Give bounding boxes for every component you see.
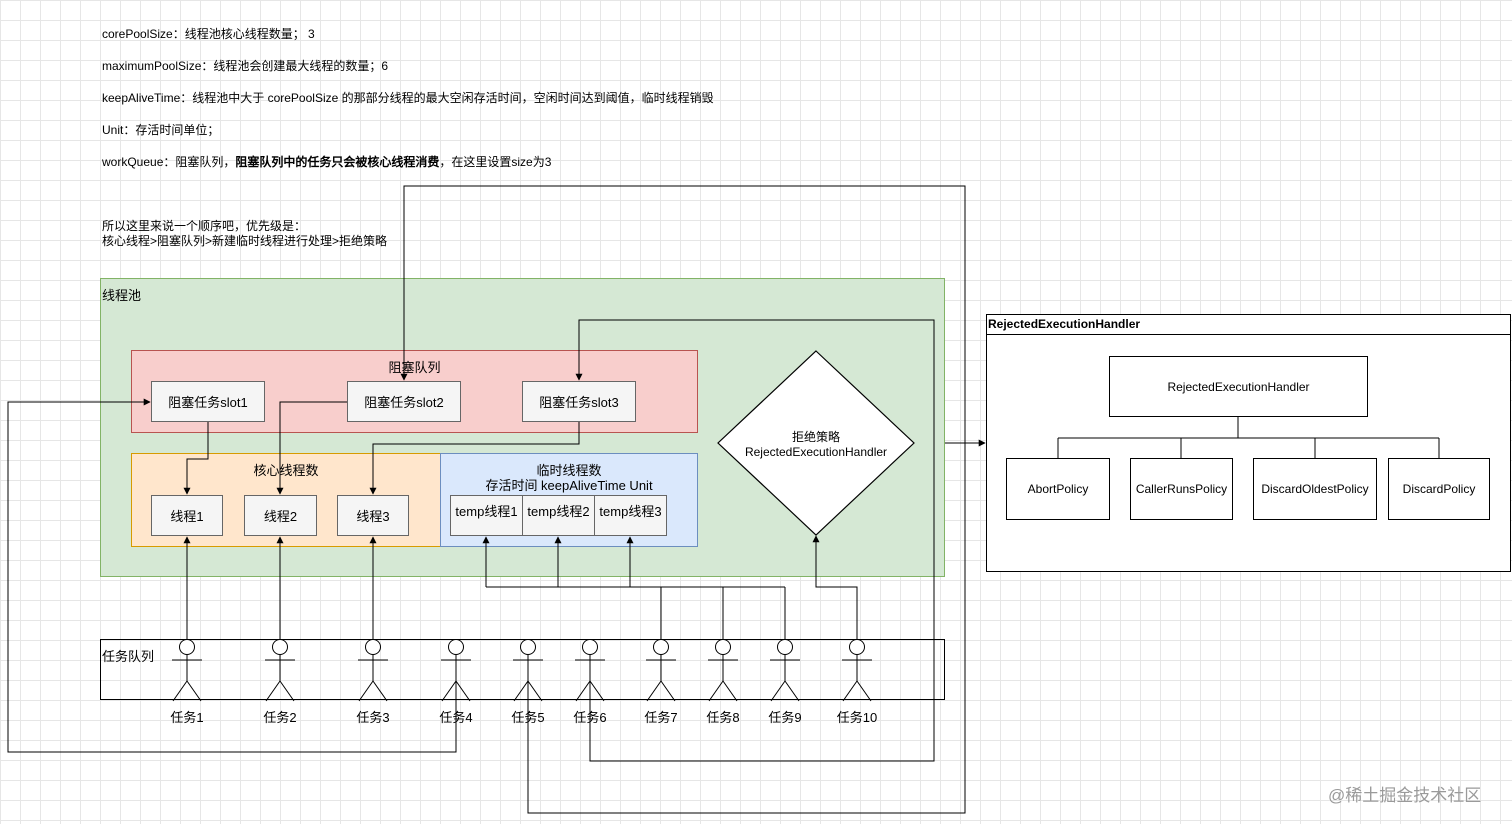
core-thread-1[interactable]: 线程1 <box>151 495 223 536</box>
work-queue-prefix: workQueue：阻塞队列， <box>102 155 236 169</box>
discard-oldest-policy-box[interactable]: DiscardOldestPolicy <box>1253 458 1377 520</box>
actor-icons <box>172 639 872 702</box>
task-to-temp-arrows <box>482 536 786 640</box>
reject-line2: RejectedExecutionHandler <box>744 444 888 459</box>
task-label-9: 任务9 <box>768 710 802 725</box>
task10-to-reject-arrow <box>812 535 858 640</box>
task-to-core-arrows <box>183 536 377 640</box>
actor-icon-task-1 <box>172 639 202 702</box>
actor-icon-task-3 <box>358 639 388 702</box>
actor-icon-task-4 <box>441 639 471 702</box>
actor-icon-task-8 <box>708 639 738 702</box>
core-thread-3[interactable]: 线程3 <box>337 495 409 536</box>
caller-runs-policy-box[interactable]: CallerRunsPolicy <box>1130 458 1233 520</box>
task-label-5: 任务5 <box>511 710 545 725</box>
abort-policy-box[interactable]: AbortPolicy <box>1006 458 1110 520</box>
reject-diamond[interactable] <box>717 350 915 536</box>
work-queue-bold: 阻塞队列中的任务只会被核心线程消费 <box>235 155 440 169</box>
task-label-8: 任务8 <box>706 710 740 725</box>
task-label-10: 任务10 <box>836 710 878 725</box>
actor-icon-task-10 <box>842 639 872 702</box>
core-threads-title: 核心线程数 <box>253 463 319 478</box>
blocking-slot-1[interactable]: 阻塞任务slot1 <box>151 381 265 422</box>
handler-root-box[interactable]: RejectedExecutionHandler <box>1109 356 1368 417</box>
actor-icon-task-7 <box>646 639 676 702</box>
temp-threads-subtitle: 存活时间 keepAliveTime Unit <box>485 478 653 493</box>
handler-panel-title: RejectedExecutionHandler <box>988 317 1141 331</box>
temp-thread-1[interactable]: temp线程1 <box>450 495 523 536</box>
task-label-7: 任务7 <box>644 710 678 725</box>
handler-tree-lines <box>1057 417 1440 458</box>
watermark-text: @稀土掘金技术社区 <box>1328 786 1482 805</box>
actor-icon-task-9 <box>770 639 800 702</box>
work-queue-suffix: ，在这里设置size为3 <box>439 155 552 169</box>
note-keep-alive-time: keepAliveTime：线程池中大于 corePoolSize 的那部分线程… <box>102 91 714 105</box>
task-queue-title: 任务队列 <box>102 649 155 664</box>
reject-line1: 拒绝策略 <box>791 429 840 444</box>
temp-thread-2[interactable]: temp线程2 <box>522 495 595 536</box>
note-maximum-pool-size: maximumPoolSize：线程池会创建最大线程的数量；6 <box>102 59 389 73</box>
note-order-line2: 核心线程>阻塞队列>新建临时线程进行处理>拒绝策略 <box>102 234 388 248</box>
task5-to-slot2-arrow <box>400 185 966 814</box>
temp-thread-3[interactable]: temp线程3 <box>594 495 667 536</box>
thread-pool-title: 线程池 <box>102 288 142 303</box>
note-work-queue: workQueue：阻塞队列，阻塞队列中的任务只会被核心线程消费，在这里设置si… <box>102 153 551 170</box>
actor-icon-task-6 <box>575 639 605 702</box>
task-label-6: 任务6 <box>573 710 607 725</box>
task-label-2: 任务2 <box>263 710 297 725</box>
task-queue-container[interactable] <box>100 639 945 700</box>
note-core-pool-size: corePoolSize：线程池核心线程数量； 3 <box>102 27 315 41</box>
task4-to-slot1-arrow <box>7 398 457 753</box>
task6-to-slot3-arrow <box>575 319 935 762</box>
blocking-slot-2[interactable]: 阻塞任务slot2 <box>347 381 461 422</box>
actor-icon-task-2 <box>265 639 295 702</box>
slot-to-core-arrows <box>183 401 580 495</box>
blocking-slot-3[interactable]: 阻塞任务slot3 <box>522 381 636 422</box>
task-label-4: 任务4 <box>439 710 473 725</box>
handler-panel-header <box>986 314 1511 335</box>
note-order-line1: 所以这里来说一个顺序吧，优先级是： <box>102 219 307 233</box>
reject-diamond-label: 拒绝策略 RejectedExecutionHandler <box>728 426 904 460</box>
blocking-queue-title: 阻塞队列 <box>388 360 441 375</box>
note-unit: Unit：存活时间单位； <box>102 123 220 137</box>
task-label-3: 任务3 <box>356 710 390 725</box>
actor-icon-task-5 <box>513 639 543 702</box>
temp-threads-title: 临时线程数 <box>536 463 602 478</box>
task-label-1: 任务1 <box>170 710 204 725</box>
discard-policy-box[interactable]: DiscardPolicy <box>1388 458 1490 520</box>
core-thread-2[interactable]: 线程2 <box>244 495 317 536</box>
